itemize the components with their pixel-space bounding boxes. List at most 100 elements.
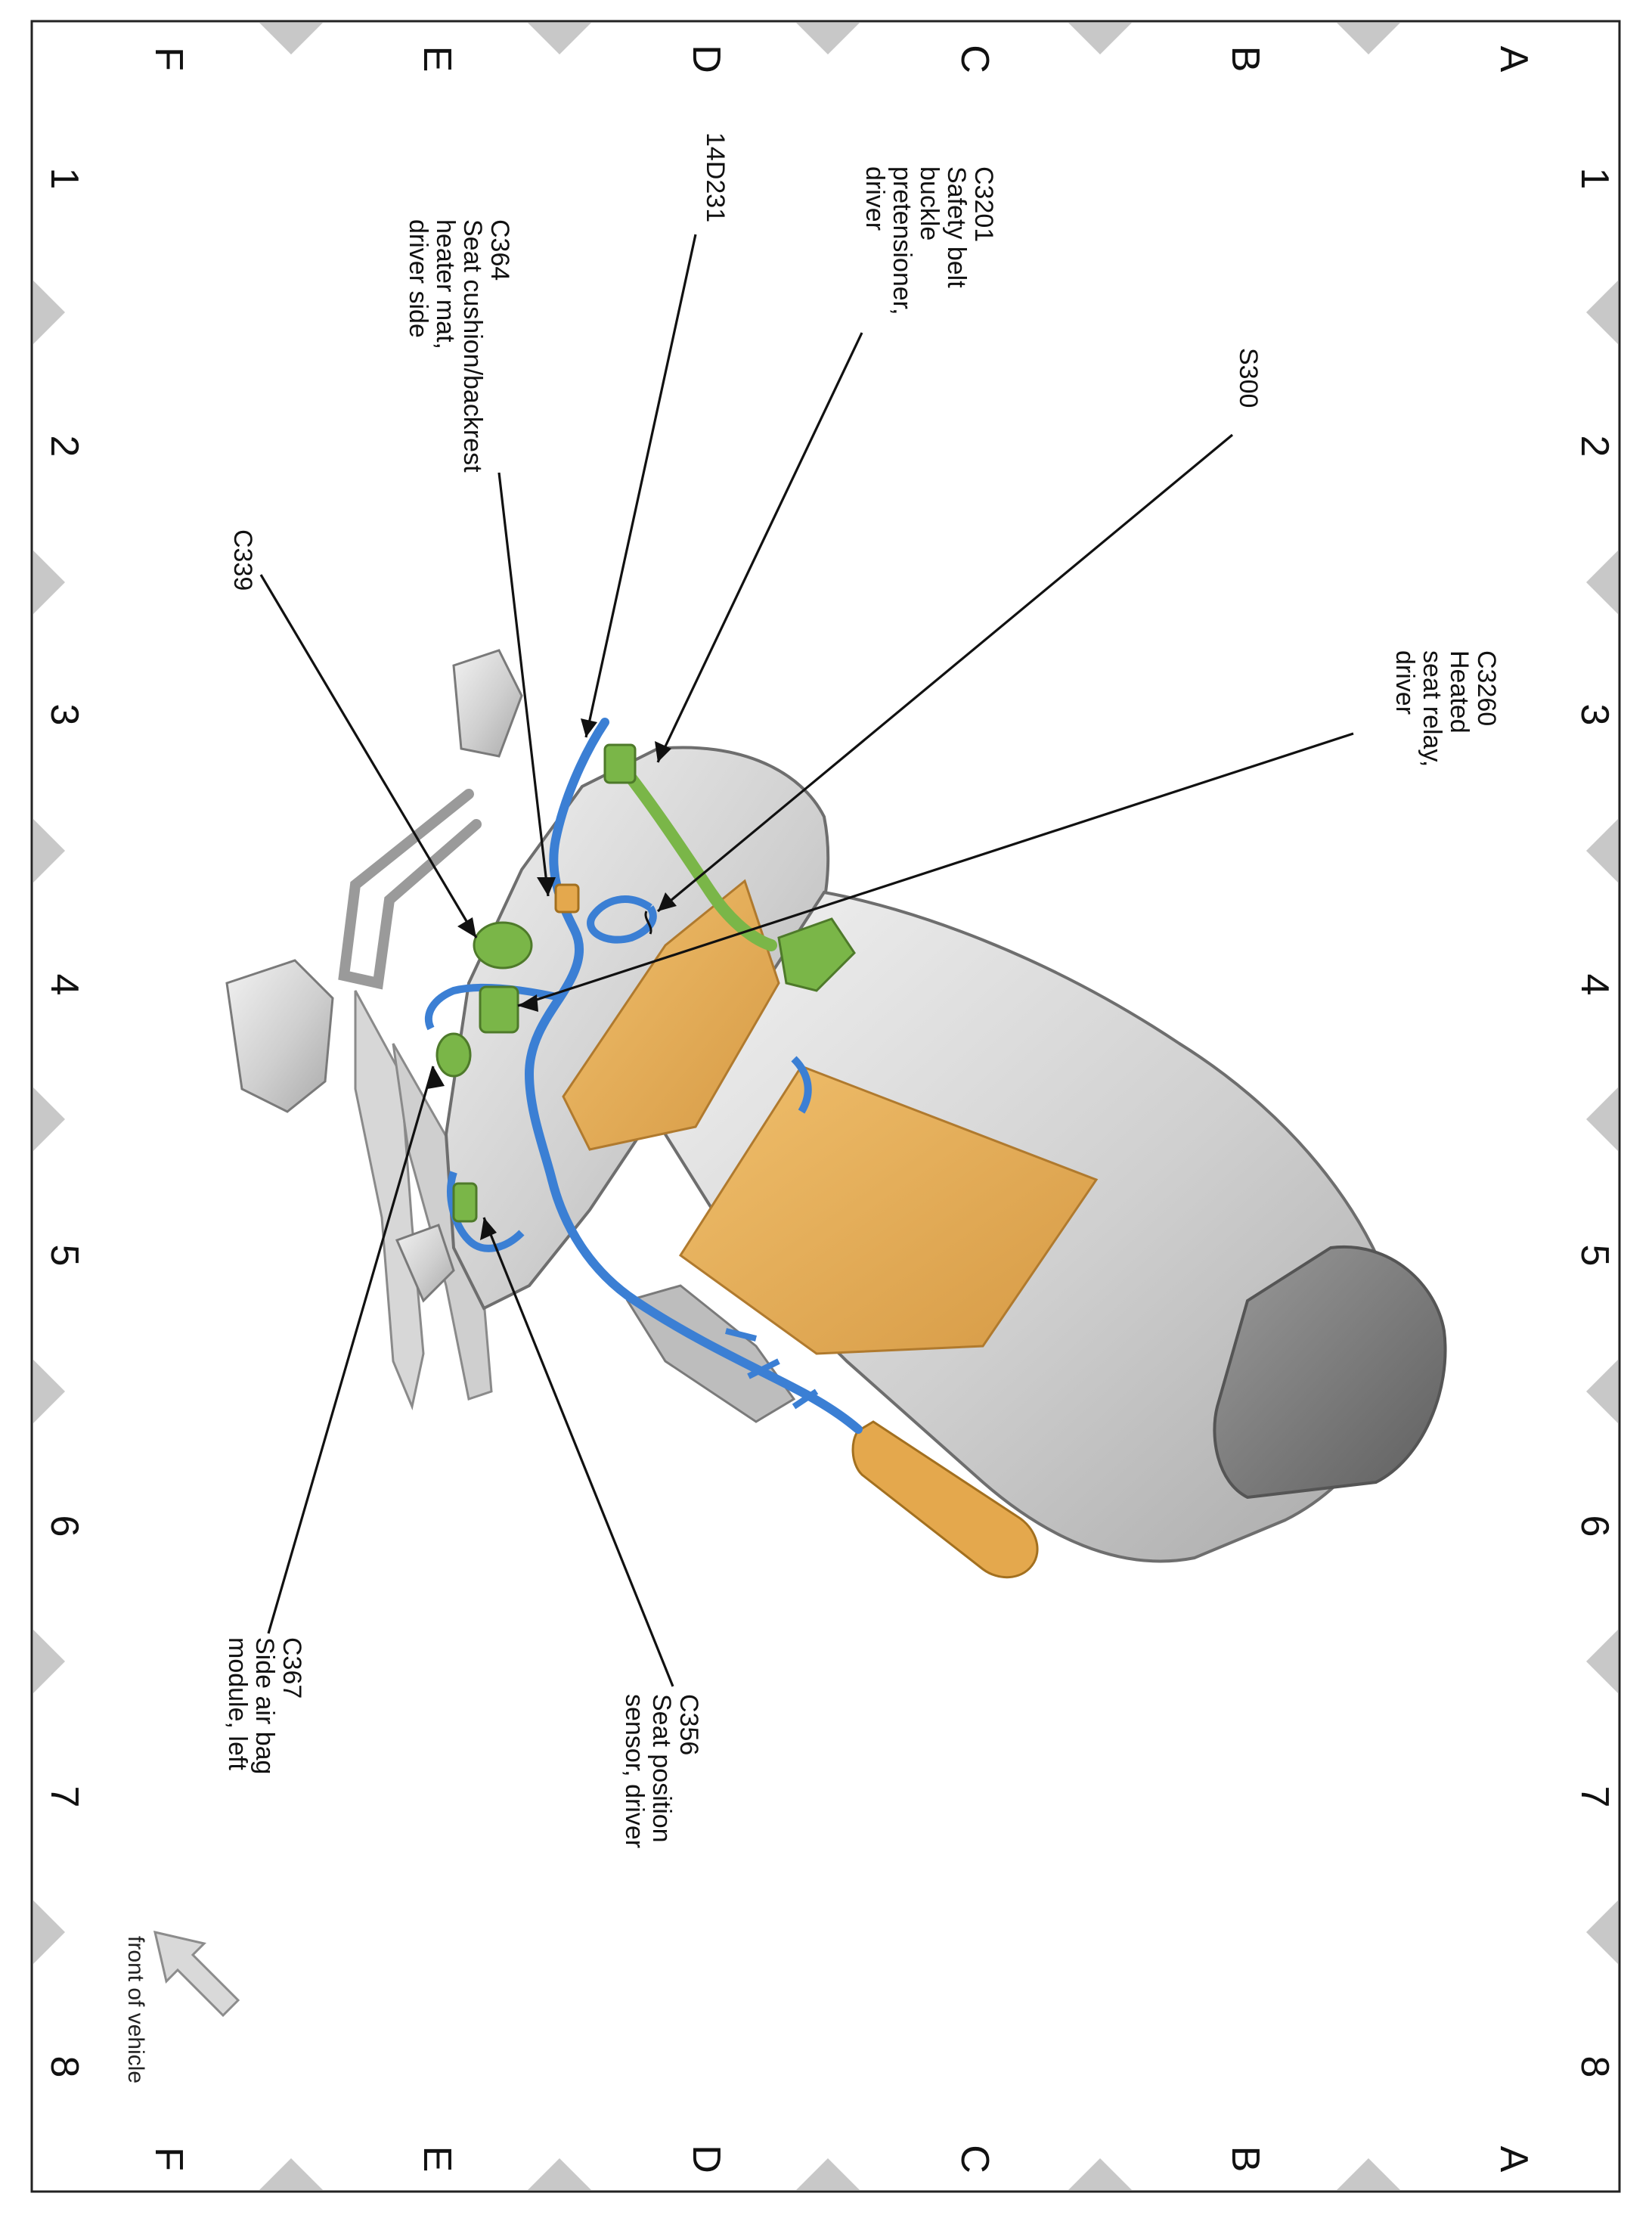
callout-c339: C339 [228, 529, 257, 591]
zone-marker-right [1586, 819, 1618, 883]
grid-row-b-top: B [1223, 46, 1267, 73]
leader-c339 [259, 574, 478, 938]
callout-c3260-line-2: Heated [1445, 650, 1474, 734]
zone-marker-right [1586, 281, 1618, 344]
callout-c3201: C3201 Safety belt buckle pretensioner, d… [860, 166, 998, 315]
seat-bracket-lower [395, 1224, 455, 1303]
seat-illustration [225, 649, 1447, 1579]
zone-marker-bottom [528, 2158, 591, 2190]
grid-col-6-left: 6 [42, 1515, 86, 1537]
arrowhead-c339 [457, 917, 476, 938]
seat-tube-frame [338, 789, 482, 990]
callout-14d231-line-1: 14D231 [701, 132, 730, 222]
zone-marker-left [33, 1900, 65, 1964]
cushion-heater-mat [678, 1065, 1099, 1355]
front-of-vehicle-label: front of vehicle [123, 1936, 148, 2083]
grid-col-1-left: 1 [42, 168, 86, 190]
leader-c356 [482, 1217, 674, 1687]
zone-marker-top [259, 23, 323, 54]
grid-col-6-right: 6 [1573, 1515, 1616, 1537]
callout-c3201-line-2: Safety belt [942, 166, 971, 288]
callout-c356: C356 Seat position sensor, driver [620, 1694, 703, 1848]
wiring-harness-stub-2 [747, 1358, 780, 1379]
zone-marker-left [33, 1087, 65, 1151]
wiring-harness-stub-3 [792, 1388, 819, 1410]
callout-c364: C364 Seat cushion/backrest heater mat, d… [404, 219, 514, 473]
callout-c364-line-1: C364 [485, 219, 514, 281]
grid-row-a-top: A [1492, 46, 1536, 73]
grid-col-3-right: 3 [1573, 704, 1616, 726]
grid-col-8-right: 8 [1573, 2056, 1616, 2078]
grid-col-4-right: 4 [1573, 974, 1616, 996]
connector-c3260-body [479, 985, 519, 1034]
callout-c3260-line-4: driver [1390, 650, 1419, 715]
grid-row-e-top: E [415, 46, 459, 73]
callout-14d231: 14D231 [701, 132, 730, 222]
diagram-border [30, 20, 1621, 2193]
grid-row-c-top: C [953, 45, 996, 73]
zone-marker-right [1586, 551, 1618, 614]
zone-marker-bottom [796, 2158, 860, 2190]
wiring-harness-branch-front [791, 1056, 812, 1114]
callout-c364-line-2: Seat cushion/backrest [458, 219, 487, 473]
callout-c367-line-3: module, left [223, 1637, 252, 1770]
grid-col-8-left: 8 [42, 2056, 86, 2078]
seat-rail-upper [354, 990, 425, 1411]
callout-c3260-line-3: seat relay, [1418, 650, 1446, 767]
grid-col-5-right: 5 [1573, 1245, 1616, 1267]
zone-marker-right [1586, 1360, 1618, 1423]
callout-c356-line-2: Seat position [647, 1694, 676, 1843]
leader-c3260 [517, 732, 1354, 1007]
grid-col-2-right: 2 [1573, 436, 1616, 458]
callout-c364-line-4: driver side [404, 219, 432, 338]
callout-c364-line-3: heater mat, [431, 219, 460, 349]
zone-marker-top [1337, 23, 1400, 54]
grid-row-f-top: F [147, 47, 191, 71]
callout-c3201-line-3: buckle [915, 166, 944, 240]
zone-marker-left [33, 281, 65, 344]
arrowhead-c364 [537, 877, 556, 896]
zone-marker-bottom [259, 2158, 323, 2190]
callout-c367: C367 Side air bag module, left [223, 1637, 306, 1774]
zone-marker-right [1586, 1087, 1618, 1151]
callout-s300-line-1: S300 [1234, 348, 1263, 408]
connector-c367-body [435, 1032, 472, 1078]
connector-c364-body [554, 883, 580, 914]
callout-c339-line-1: C339 [228, 529, 257, 591]
callout-c3201-line-1: C3201 [969, 166, 998, 242]
wiring-harness-main [524, 718, 863, 1434]
callout-c3260: C3260 Heated seat relay, driver [1390, 650, 1501, 767]
callout-c356-line-1: C356 [674, 1694, 703, 1755]
front-arrow-icon [153, 1930, 240, 2018]
arrowhead-s300 [658, 892, 677, 911]
arrowhead-14d231 [581, 718, 597, 737]
callout-c3260-line-1: C3260 [1472, 650, 1501, 726]
leader-14d231 [584, 234, 697, 738]
wiring-harness-branch-lower [447, 1171, 525, 1252]
zone-marker-right [1586, 1630, 1618, 1693]
wiring-harness-branch-top [587, 895, 657, 944]
grid-col-2-left: 2 [42, 436, 86, 458]
wiring-harness-branch-mid [424, 983, 565, 1031]
zone-markers [33, 23, 1618, 2190]
zone-marker-left [33, 1630, 65, 1693]
zone-marker-right [1586, 1900, 1618, 1964]
grid-col-4-left: 4 [42, 974, 86, 996]
grid-labels: A B C D E F A B C D E F 1 2 3 4 5 6 7 8 … [42, 45, 1616, 2173]
grid-col-1-right: 1 [1573, 168, 1616, 190]
leader-s300 [656, 433, 1234, 913]
grid-col-5-left: 5 [42, 1245, 86, 1267]
callout-c3201-line-5: driver [860, 166, 889, 231]
connector-c339-body [473, 921, 533, 969]
zone-marker-bottom [1337, 2158, 1400, 2190]
seat-recliner-bracket [225, 959, 334, 1113]
grid-col-7-left: 7 [42, 1786, 86, 1808]
grid-row-a-bottom: A [1492, 2146, 1536, 2173]
grid-col-3-left: 3 [42, 704, 86, 726]
arrowhead-c367 [427, 1066, 445, 1089]
callout-s300: S300 [1234, 348, 1263, 408]
zone-marker-top [796, 23, 860, 54]
front-bolster-tube [851, 1420, 1039, 1579]
zone-marker-left [33, 551, 65, 614]
zone-marker-bottom [1068, 2158, 1132, 2190]
